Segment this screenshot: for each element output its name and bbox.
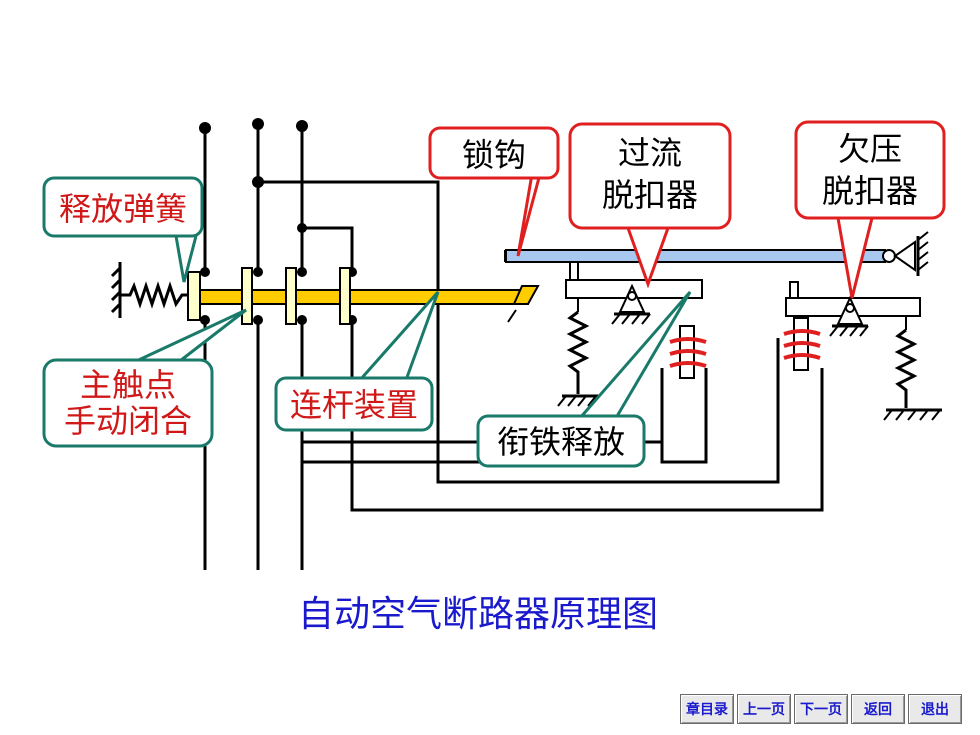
label-undervoltage-line2: 脱扣器 [822,172,918,210]
label-linkage: 连杆装置 [290,386,418,424]
chapter-contents-button[interactable]: 章目录 [680,694,734,724]
back-button[interactable]: 返回 [851,694,905,724]
callout-undervoltage: 欠压 脱扣器 [794,120,946,220]
label-release-spring: 释放弹簧 [59,190,187,228]
undervoltage-trip-unit [783,281,942,421]
label-armature-release: 衔铁释放 [497,423,625,461]
label-undervoltage-line1: 欠压 [838,130,902,168]
diagram-caption: 自动空气断路器原理图 [298,594,658,635]
main-power-lines [203,124,304,570]
latch-bar [504,231,929,323]
label-main-contact-line1: 主触点 [80,366,176,404]
overcurrent-trip-unit [557,261,707,407]
callout-main-contact: 主触点 手动闭合 [42,358,214,448]
callout-release-spring: 释放弹簧 [42,176,204,238]
release-spring [110,262,190,318]
slide-navigation: 章目录 上一页 下一页 返回 退出 [680,694,962,724]
label-main-contact-line2: 手动闭合 [64,402,192,440]
label-overcurrent-line2: 脱扣器 [602,176,698,214]
callout-latch-hook: 锁钩 [428,126,560,180]
next-page-button[interactable]: 下一页 [794,694,848,724]
prev-page-button[interactable]: 上一页 [737,694,791,724]
label-overcurrent-line1: 过流 [618,134,682,172]
label-latch-hook: 锁钩 [462,136,526,174]
callout-linkage: 连杆装置 [274,376,434,432]
exit-button[interactable]: 退出 [908,694,962,724]
callout-overcurrent: 过流 脱扣器 [568,122,732,230]
callout-armature-release: 衔铁释放 [476,414,646,468]
moving-contacts [241,267,351,325]
callout-pointers [129,173,874,419]
linkage-bar [187,271,540,321]
